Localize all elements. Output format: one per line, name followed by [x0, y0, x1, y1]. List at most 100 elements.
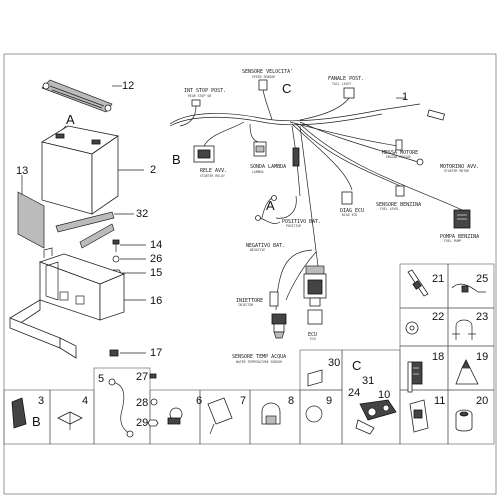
- part-number-17: 17: [150, 347, 162, 359]
- label-starter-motor-start: MESSA MOTORE: [382, 150, 418, 156]
- part-number-31: 31: [362, 375, 374, 387]
- detail-letter-b-panel: B: [32, 414, 41, 429]
- cable-tie: [451, 283, 486, 293]
- battery-cable: [111, 381, 131, 435]
- part-number-27: 27: [136, 371, 148, 383]
- detail-letter-c-panel: C: [352, 358, 361, 373]
- label-rear-light: FANALE POST.: [328, 76, 364, 82]
- part-number-25: 25: [476, 273, 488, 285]
- part-number-10: 10: [378, 389, 390, 401]
- part-number-1: 1: [402, 91, 408, 103]
- part-number-23: 23: [476, 311, 488, 323]
- label-fuel-sensor: SENSORE BENZINA: [376, 202, 421, 208]
- diag-ecu-connector: [341, 191, 353, 205]
- part-number-15: 15: [150, 267, 162, 279]
- label-lambda-probe-sub: LAMBDA: [252, 170, 264, 174]
- part-number-8: 8: [288, 395, 294, 407]
- detail-letter-a-harness: A: [266, 198, 275, 213]
- mount-bracket: [307, 369, 323, 387]
- part-number-4: 4: [82, 395, 88, 407]
- part-number-13: 13: [16, 165, 28, 177]
- stop-switch-connector: [191, 99, 201, 107]
- detail-letter-a-battery: A: [66, 112, 75, 127]
- cell-20: [447, 389, 495, 445]
- label-fuel-pump: POMPA BENZINA: [440, 234, 479, 240]
- part-number-7: 7: [240, 395, 246, 407]
- rear-light-connector: [343, 87, 355, 99]
- speed-sensor-assembly: [355, 361, 413, 435]
- part-number-9: 9: [326, 395, 332, 407]
- harness-end-connector: [427, 109, 445, 121]
- part-number-6: 6: [196, 395, 202, 407]
- label-injector-sub: INJECTOR: [238, 303, 253, 307]
- label-starter-relay: RELE AVV.: [200, 168, 227, 174]
- label-positive-bat-sub: POSITIVE: [286, 224, 301, 228]
- tray-clip: [109, 349, 119, 357]
- part-number-28: 28: [136, 397, 148, 409]
- bolt-27: [149, 373, 157, 379]
- washer: [112, 255, 120, 263]
- engine-engage-connector: [395, 139, 403, 151]
- part-number-22: 22: [432, 311, 444, 323]
- fuel-sensor-connector: [395, 185, 405, 197]
- battery-tray: [9, 247, 126, 359]
- label-stop-post-sub: REAR STOP SW: [188, 94, 211, 98]
- label-speed-sensor: SENSORE VELOCITA': [242, 69, 293, 75]
- positive-terminal: [271, 195, 277, 201]
- label-ecu-sub: ECU: [310, 337, 316, 341]
- relay-panel-b: [11, 397, 27, 429]
- battery-pad: [17, 191, 45, 249]
- cell-21: [399, 263, 449, 309]
- detail-letter-c-harness: C: [282, 81, 291, 96]
- label-starter-relay-sub: STARTER RELAY: [200, 174, 225, 178]
- diagram-frame: [3, 53, 497, 495]
- label-stop-post: INT STOP POST.: [184, 88, 226, 94]
- part-number-12: 12: [122, 80, 134, 92]
- part-number-14: 14: [150, 239, 162, 251]
- speed-sensor-connector: [258, 79, 268, 91]
- part-number-20: 20: [476, 395, 488, 407]
- cable-ring: [305, 405, 323, 423]
- battery-strap: [41, 79, 113, 113]
- label-starter-motor: MOTORINO AVV.: [440, 164, 479, 170]
- connector-housing: [207, 397, 233, 425]
- label-positive-bat: POSITIVO BAT.: [282, 219, 321, 225]
- nut-29: [147, 419, 159, 427]
- part-number-3: 3: [38, 395, 44, 407]
- ecu-connector: [303, 265, 327, 325]
- label-water-temp-sub: WATER TEMPERATURE SENSOR: [236, 360, 282, 364]
- harness-fuse: [292, 147, 300, 167]
- label-negative-bat: NEGATIVO BAT.: [246, 243, 285, 249]
- part-number-18: 18: [432, 351, 444, 363]
- part-number-19: 19: [476, 351, 488, 363]
- washer-28: [150, 398, 158, 406]
- grommet: [455, 367, 479, 385]
- cable-clip: [455, 319, 473, 340]
- label-fuel-sensor-sub: FUEL LEVEL: [380, 207, 399, 211]
- part-number-30: 30: [328, 357, 340, 369]
- foam-strips: [55, 211, 115, 249]
- water-temp-sensor: [271, 313, 287, 339]
- part-number-5: 5: [98, 373, 104, 385]
- label-speed-sensor-sub: SPEED SENSOR: [252, 75, 275, 79]
- label-fuel-pump-sub: FUEL PUMP: [444, 239, 461, 243]
- starter-motor-terminal: [416, 158, 424, 166]
- label-water-temp: SENSORE TEMP ACQUA: [232, 354, 286, 360]
- part-number-26: 26: [150, 253, 162, 265]
- label-rear-light-sub: TAIL LIGHT: [332, 82, 351, 86]
- part-number-24: 24: [348, 387, 360, 399]
- part-number-29: 29: [136, 417, 148, 429]
- label-diag-ecu-sub: DIAG ECU: [342, 213, 357, 217]
- injector-connector: [269, 291, 279, 307]
- part-number-11: 11: [434, 395, 445, 407]
- label-diag-ecu: DIAG ECU: [340, 208, 364, 214]
- part-number-2: 2: [150, 164, 156, 176]
- detail-letter-b-harness: B: [172, 152, 181, 167]
- label-ecu: ECU: [308, 332, 317, 338]
- battery: [40, 125, 120, 215]
- battery-bolt: [112, 239, 120, 252]
- label-starter-motor-start-sub: ENGINE ENGAGE: [386, 155, 411, 159]
- label-injector: INIETTORE: [236, 298, 263, 304]
